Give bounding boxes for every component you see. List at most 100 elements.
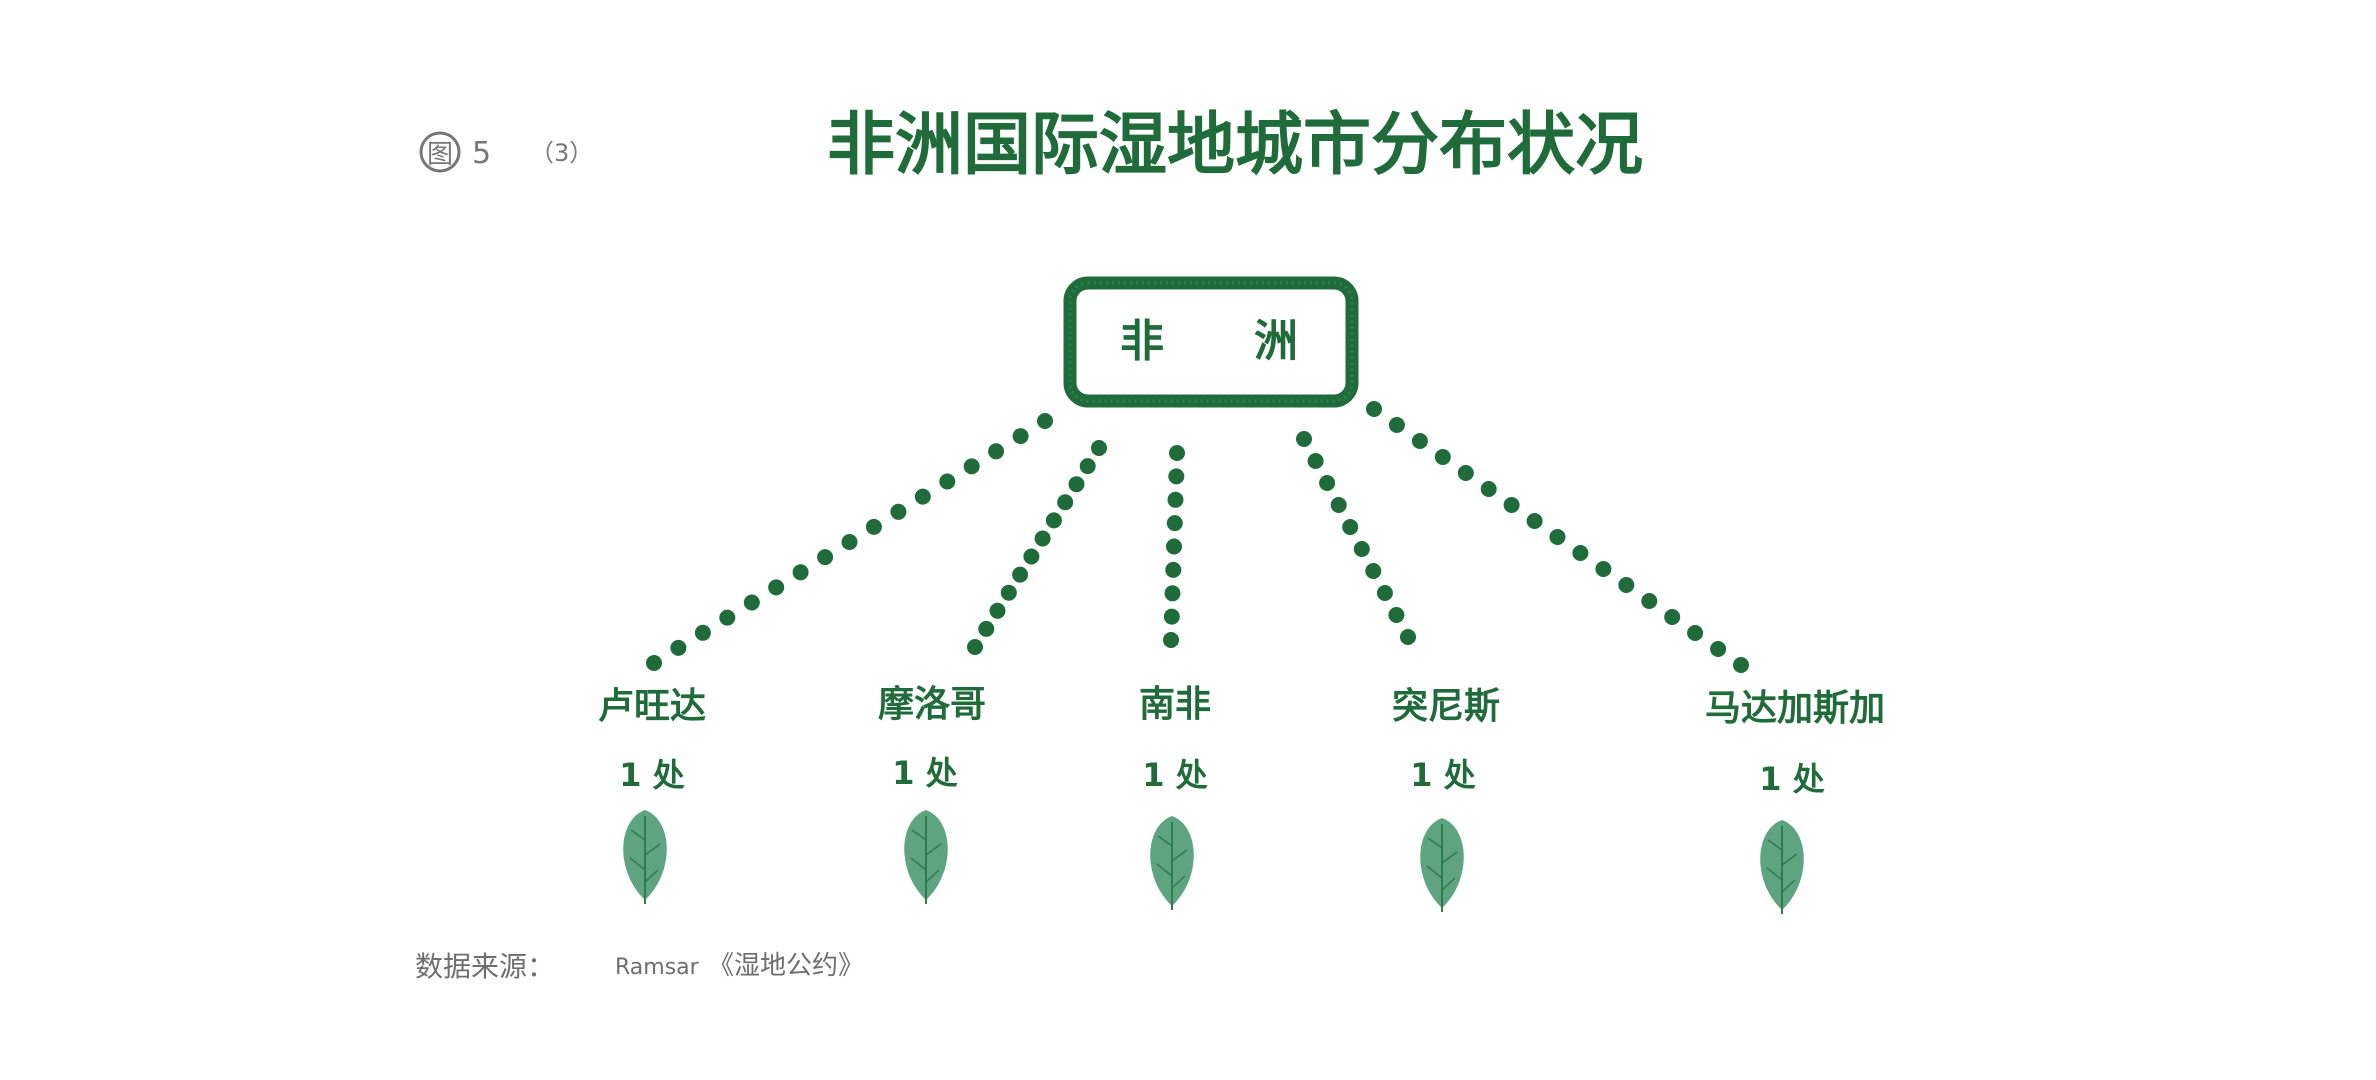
connector-dot-1 [1045, 512, 1062, 529]
connector-dot-3 [1400, 629, 1416, 645]
figure-label: 图 5 （3） [419, 131, 593, 173]
country-name-4: 马达加斯加 [1705, 688, 1885, 729]
country-name-0: 卢旺达 [598, 686, 706, 727]
connector-dot-4 [1733, 657, 1749, 673]
connector-dot-0 [792, 564, 809, 581]
connector-dot-4 [1411, 433, 1428, 449]
connector-dot-0 [646, 655, 662, 671]
country-name-3: 突尼斯 [1392, 686, 1500, 727]
connector-dot-2 [1163, 632, 1179, 648]
connector-dot-1 [1034, 530, 1051, 547]
figure-sub: （3） [530, 139, 593, 167]
connector-dot-3 [1388, 607, 1405, 623]
connector-dot-1 [967, 639, 983, 655]
connector-dot-0 [914, 488, 931, 505]
connector-dot-3 [1296, 431, 1312, 447]
root-node: 非 洲 [1063, 276, 1359, 408]
connector-dot-4 [1434, 449, 1451, 465]
root-box-texture [1068, 281, 1354, 403]
country-count-0: 1 处 [619, 756, 684, 794]
connector-dot-0 [817, 549, 834, 566]
connector-dot-4 [1710, 641, 1727, 657]
figure-number: 5 [472, 136, 491, 171]
connector-dot-4 [1366, 401, 1382, 417]
connector-dot-2 [1165, 561, 1182, 578]
country-node-3: 突尼斯 1 处 [1392, 686, 1500, 912]
connector-dot-2 [1166, 515, 1183, 532]
connector-dot-1 [1012, 566, 1029, 583]
connector-dot-0 [1037, 413, 1053, 429]
connector-dot-0 [963, 458, 980, 475]
country-name-2: 南非 [1139, 684, 1211, 725]
root-label-part1: 非 [1120, 316, 1164, 367]
leaf-icon [1760, 820, 1804, 914]
connector-dot-2 [1163, 608, 1180, 625]
leaf-icon [1150, 816, 1194, 910]
source-org: Ramsar [615, 955, 700, 980]
connector-dot-3 [1353, 541, 1370, 557]
country-count-2: 1 处 [1142, 756, 1207, 794]
connector-dot-0 [768, 579, 785, 596]
connector-dot-4 [1457, 465, 1474, 481]
connector-dot-4 [1503, 497, 1520, 513]
connector-dot-3 [1307, 453, 1324, 469]
leaf-icon [623, 810, 667, 904]
connector-dot-3 [1365, 563, 1382, 579]
connector-dot-0 [865, 518, 882, 535]
connector-dot-0 [743, 594, 760, 611]
source-doc: 《湿地公约》 [708, 951, 864, 981]
country-name-1: 摩洛哥 [878, 684, 986, 725]
figure-prefix: 图 [427, 140, 453, 170]
figure-circle-icon [419, 131, 461, 173]
leaf-icon [1420, 818, 1464, 912]
country-count-4: 1 处 [1759, 760, 1824, 798]
connector-dot-1 [978, 620, 995, 637]
connector-dot-2 [1167, 491, 1184, 508]
root-label-part2: 洲 [1254, 316, 1298, 367]
connector-dot-4 [1526, 513, 1543, 529]
connector-dot-4 [1664, 609, 1681, 625]
data-source: 数据来源： Ramsar 《湿地公约》 [415, 950, 864, 983]
connector-dot-0 [719, 609, 736, 626]
connector-dot-0 [841, 534, 858, 550]
connector-dot-4 [1480, 481, 1497, 497]
connector-dot-0 [890, 503, 907, 520]
country-node-0: 卢旺达 1 处 [598, 686, 706, 904]
connector-dot-4 [1595, 561, 1612, 577]
connector-dot-3 [1342, 519, 1359, 535]
page-title: 非洲国际湿地城市分布状况 [827, 106, 1643, 185]
root-box [1063, 276, 1359, 408]
connector-dot-2 [1169, 445, 1185, 461]
connector-dot-4 [1549, 529, 1566, 545]
country-node-4: 马达加斯加 1 处 [1705, 688, 1885, 914]
connector-dot-3 [1319, 475, 1336, 491]
connector-dot-0 [670, 639, 687, 656]
connector-dot-0 [939, 473, 956, 490]
source-label: 数据来源： [415, 950, 555, 983]
connector-dot-1 [1068, 476, 1085, 493]
connectors [646, 401, 1749, 673]
connector-dot-0 [1012, 428, 1029, 445]
country-count-1: 1 处 [892, 754, 957, 792]
connector-dot-4 [1641, 593, 1658, 609]
connector-dot-4 [1572, 545, 1589, 561]
connector-dot-4 [1687, 625, 1704, 641]
connector-dot-0 [988, 443, 1005, 460]
country-node-1: 摩洛哥 1 处 [878, 684, 986, 904]
connector-dot-1 [989, 602, 1006, 619]
connector-dot-0 [694, 624, 711, 641]
connector-dot-4 [1618, 577, 1635, 593]
connector-dot-1 [1079, 458, 1096, 475]
connector-dot-3 [1330, 497, 1347, 513]
connector-dot-2 [1164, 585, 1181, 602]
connector-dot-4 [1388, 417, 1405, 433]
connector-dot-1 [1091, 440, 1107, 456]
connector-dot-2 [1168, 468, 1185, 485]
leaf-icon [904, 810, 948, 904]
connector-dot-1 [1057, 494, 1074, 511]
connector-dot-3 [1376, 585, 1393, 601]
country-count-3: 1 处 [1410, 756, 1475, 794]
connector-dot-2 [1166, 538, 1182, 555]
country-node-2: 南非 1 处 [1139, 684, 1211, 910]
